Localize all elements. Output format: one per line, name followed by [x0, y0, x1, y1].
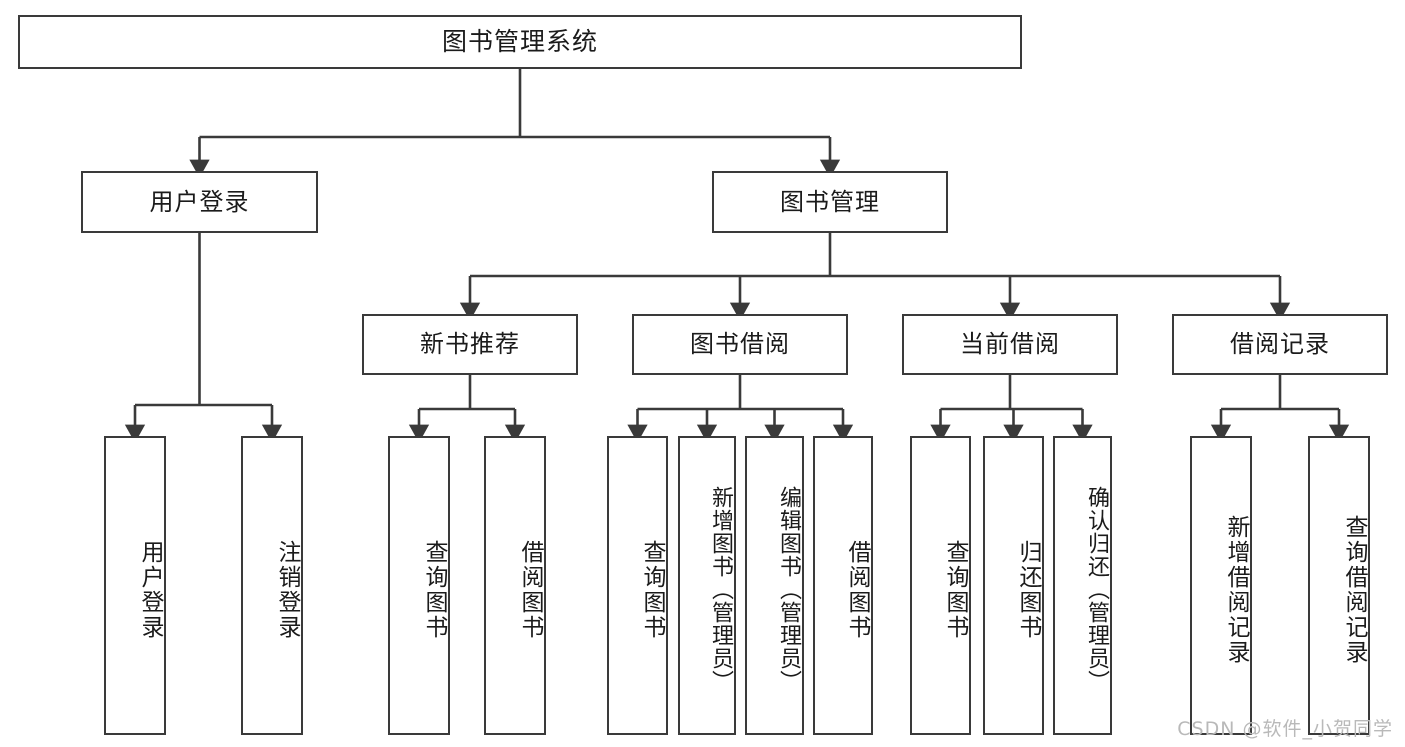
node-leaf-confirm-return[interactable]: 确认归还（管理员） [1053, 436, 1112, 735]
node-borrow-record[interactable]: 借阅记录 [1172, 314, 1388, 375]
node-label: 图书管理 [780, 187, 880, 216]
node-leaf-user-login[interactable]: 用户登录 [104, 436, 166, 735]
node-user-login[interactable]: 用户登录 [81, 171, 318, 233]
node-label: 归还图书 [1015, 539, 1041, 640]
node-label: 编辑图书（管理员） [776, 486, 801, 693]
node-book-manage[interactable]: 图书管理 [712, 171, 948, 233]
node-leaf-borrow-book-1[interactable]: 借阅图书 [484, 436, 546, 735]
node-leaf-add-record[interactable]: 新增借阅记录 [1190, 436, 1252, 735]
node-label: 新书推荐 [420, 330, 520, 359]
node-label: 查询图书 [639, 539, 665, 640]
node-label: 注销登录 [274, 539, 300, 640]
node-root-system[interactable]: 图书管理系统 [18, 15, 1022, 69]
node-leaf-logout-login[interactable]: 注销登录 [241, 436, 303, 735]
node-label: 新增借阅记录 [1223, 514, 1249, 665]
node-label: 借阅图书 [517, 539, 543, 640]
node-label: 借阅图书 [844, 539, 870, 640]
node-label: 确认归还（管理员） [1084, 486, 1109, 693]
node-label: 图书管理系统 [441, 27, 598, 57]
node-new-book-recommend[interactable]: 新书推荐 [362, 314, 578, 375]
node-leaf-query-record[interactable]: 查询借阅记录 [1308, 436, 1370, 735]
node-leaf-return-book[interactable]: 归还图书 [983, 436, 1044, 735]
node-current-borrow[interactable]: 当前借阅 [902, 314, 1118, 375]
node-label: 当前借阅 [960, 330, 1060, 359]
node-label: 用户登录 [137, 539, 163, 640]
node-book-borrow[interactable]: 图书借阅 [632, 314, 848, 375]
node-label: 查询借阅记录 [1341, 514, 1367, 665]
node-label: 借阅记录 [1230, 330, 1330, 359]
node-label: 用户登录 [149, 187, 250, 216]
node-label: 图书借阅 [690, 330, 790, 359]
node-leaf-edit-book[interactable]: 编辑图书（管理员） [745, 436, 804, 735]
node-leaf-add-book[interactable]: 新增图书（管理员） [678, 436, 736, 735]
node-leaf-query-book-1[interactable]: 查询图书 [388, 436, 450, 735]
connector-lines [124, 69, 1350, 443]
node-label: 新增图书（管理员） [708, 486, 733, 693]
node-leaf-query-book-2[interactable]: 查询图书 [607, 436, 668, 735]
node-leaf-query-book-3[interactable]: 查询图书 [910, 436, 971, 735]
node-leaf-borrow-book-2[interactable]: 借阅图书 [813, 436, 873, 735]
node-label: 查询图书 [421, 539, 447, 640]
node-label: 查询图书 [942, 539, 968, 640]
